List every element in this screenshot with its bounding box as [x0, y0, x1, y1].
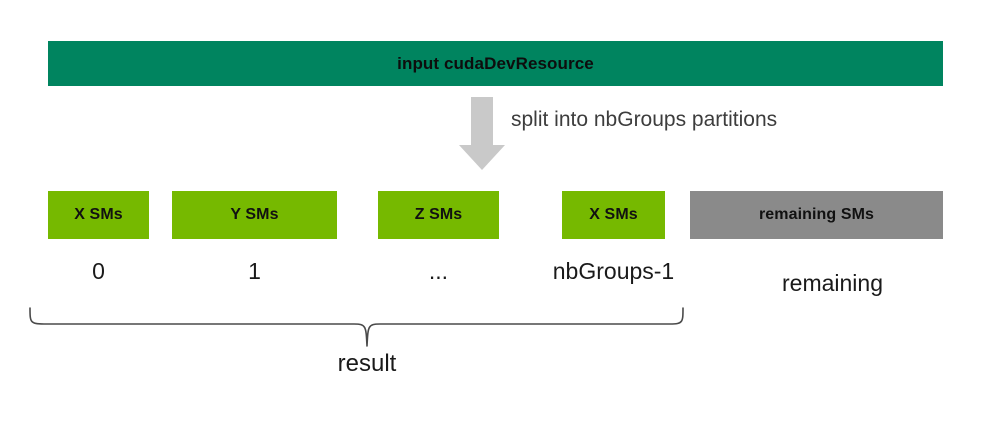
remaining-index: remaining — [782, 270, 883, 296]
partition-index-2: ... — [428, 258, 449, 284]
partition-chunk-3: X SMs — [562, 191, 665, 239]
split-caption: split into nbGroups partitions — [511, 108, 778, 131]
partition-index-1: 1 — [248, 258, 261, 284]
partition-chunk-label: Y SMs — [230, 206, 279, 223]
partition-index-0: 0 — [92, 258, 105, 284]
partition-chunk-label: X SMs — [589, 206, 638, 223]
input-resource-bar: input cudaDevResource — [48, 41, 943, 86]
result-brace-label: result — [337, 350, 397, 377]
remaining-chunk-label: remaining SMs — [758, 206, 875, 223]
partition-chunk-label: Z SMs — [414, 206, 463, 223]
partition-chunk-1: Y SMs — [172, 191, 337, 239]
partition-chunk-label: X SMs — [74, 206, 123, 223]
partition-chunk-2: Z SMs — [378, 191, 499, 239]
down-arrow-icon — [459, 97, 511, 171]
result-brace — [24, 302, 688, 354]
partition-chunk-0: X SMs — [48, 191, 149, 239]
input-resource-label: input cudaDevResource — [397, 53, 594, 73]
partition-index-3: nbGroups-1 — [552, 258, 675, 284]
remaining-chunk: remaining SMs — [690, 191, 943, 239]
